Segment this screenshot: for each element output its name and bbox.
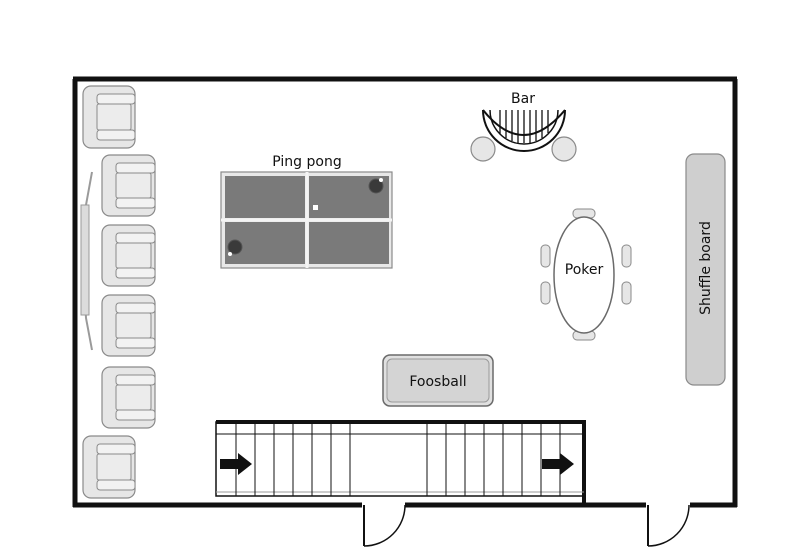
walls [72,76,738,508]
foosball-label: Foosball [409,374,466,390]
armchair-icon [101,294,156,357]
armchair-icon [101,154,156,217]
poker-table-icon [553,216,615,334]
poker-chair-icon [540,208,632,341]
stairs-arrow-icon [542,453,574,475]
door-right[interactable] [647,504,690,547]
bar-stool-icon [470,136,496,162]
bar-label: Bar [511,91,535,107]
paddle-icon [227,239,243,255]
armchairs [82,85,156,499]
foosball-area: Foosball [382,354,494,407]
door-left[interactable] [363,504,406,547]
stairs [215,420,586,505]
shuffle-board-area: Shuffle board [685,153,726,386]
ping-pong-area: Ping pong [220,154,393,269]
poker-area: Poker [540,208,632,341]
armchair-icon [82,85,136,149]
wall-screen [80,171,93,351]
stairs-arrow-icon [220,453,252,475]
paddle-icon [368,178,384,194]
ping-pong-table-icon [220,171,393,269]
armchair-icon [101,224,156,287]
bar-area: Bar [470,91,577,162]
armchair-icon [101,366,156,429]
armchair-icon [82,435,136,499]
ping-pong-label: Ping pong [272,154,341,170]
shuffle-board-label: Shuffle board [698,221,714,315]
shuffle-board-icon [685,153,726,386]
bar-stool-icon [551,136,577,162]
poker-label: Poker [565,262,604,278]
ball-icon [313,205,318,210]
bar-counter-icon [482,109,566,152]
